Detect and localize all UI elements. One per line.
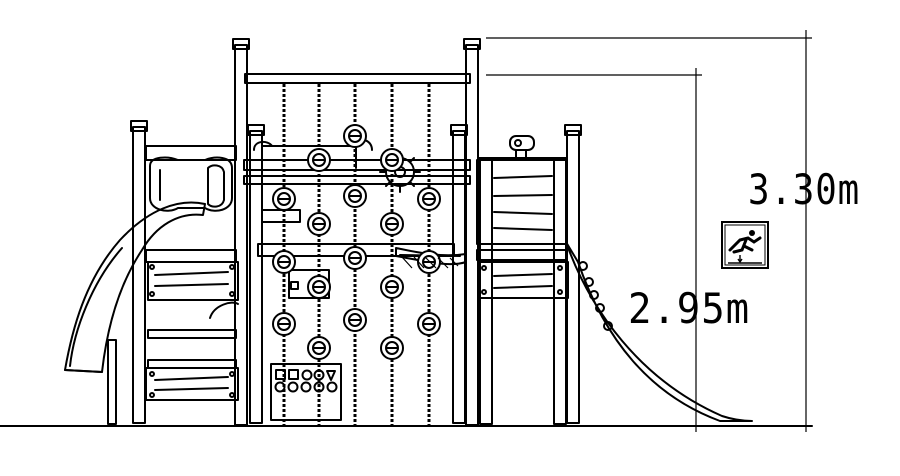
climbing-hold-17 — [307, 336, 331, 360]
climbing-hold-1 — [343, 124, 367, 148]
climbing-hold-8 — [380, 212, 404, 236]
rope-net-platform — [401, 256, 459, 269]
total-height-label: 3.30m — [748, 165, 860, 214]
right-tower — [476, 124, 582, 425]
rope-climbing-wall — [272, 84, 441, 426]
climbing-hold-10 — [343, 246, 367, 270]
climbing-hold-7 — [307, 212, 331, 236]
climbing-hold-18 — [380, 336, 404, 360]
falling-person-sign-icon — [721, 221, 769, 269]
climbing-hold-16 — [417, 312, 441, 336]
climbing-hold-2 — [307, 148, 331, 172]
climbing-hold-4 — [272, 187, 296, 211]
climbing-hold-9 — [272, 250, 296, 274]
dimension-lines — [486, 30, 812, 432]
climbing-hold-5 — [343, 184, 367, 208]
climbing-hold-15 — [343, 308, 367, 332]
fall-height-label: 2.95m — [628, 284, 750, 333]
left-low-tower — [107, 120, 239, 425]
telescope — [509, 135, 535, 161]
right-curved-ramp — [565, 241, 753, 422]
climbing-hold-13 — [380, 275, 404, 299]
climbing-hold-3 — [380, 148, 404, 172]
climbing-hold-12 — [307, 275, 331, 299]
climbing-hold-6 — [417, 187, 441, 211]
climbing-hold-11 — [417, 250, 441, 274]
left-slide — [64, 201, 206, 373]
climbing-hold-14 — [272, 312, 296, 336]
